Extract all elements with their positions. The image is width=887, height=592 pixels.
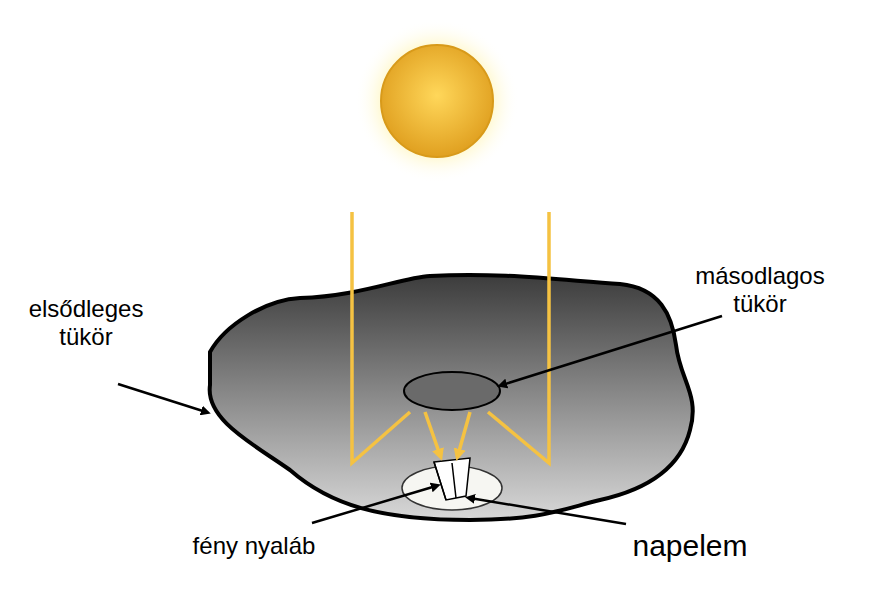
sun-rays [352,212,549,463]
secondary-mirror-label: másodlagos tükör [680,262,840,317]
secondary-mirror [404,372,500,410]
light-beam-label: fény nyaláb [169,532,339,560]
primary-mirror-label: elsődleges tükör [16,295,156,350]
sun [355,19,519,183]
primary-mirror [210,275,693,520]
leader-lines [118,316,722,524]
solar-cell-label: napelem [615,529,765,564]
light-guide-prism [434,458,470,500]
